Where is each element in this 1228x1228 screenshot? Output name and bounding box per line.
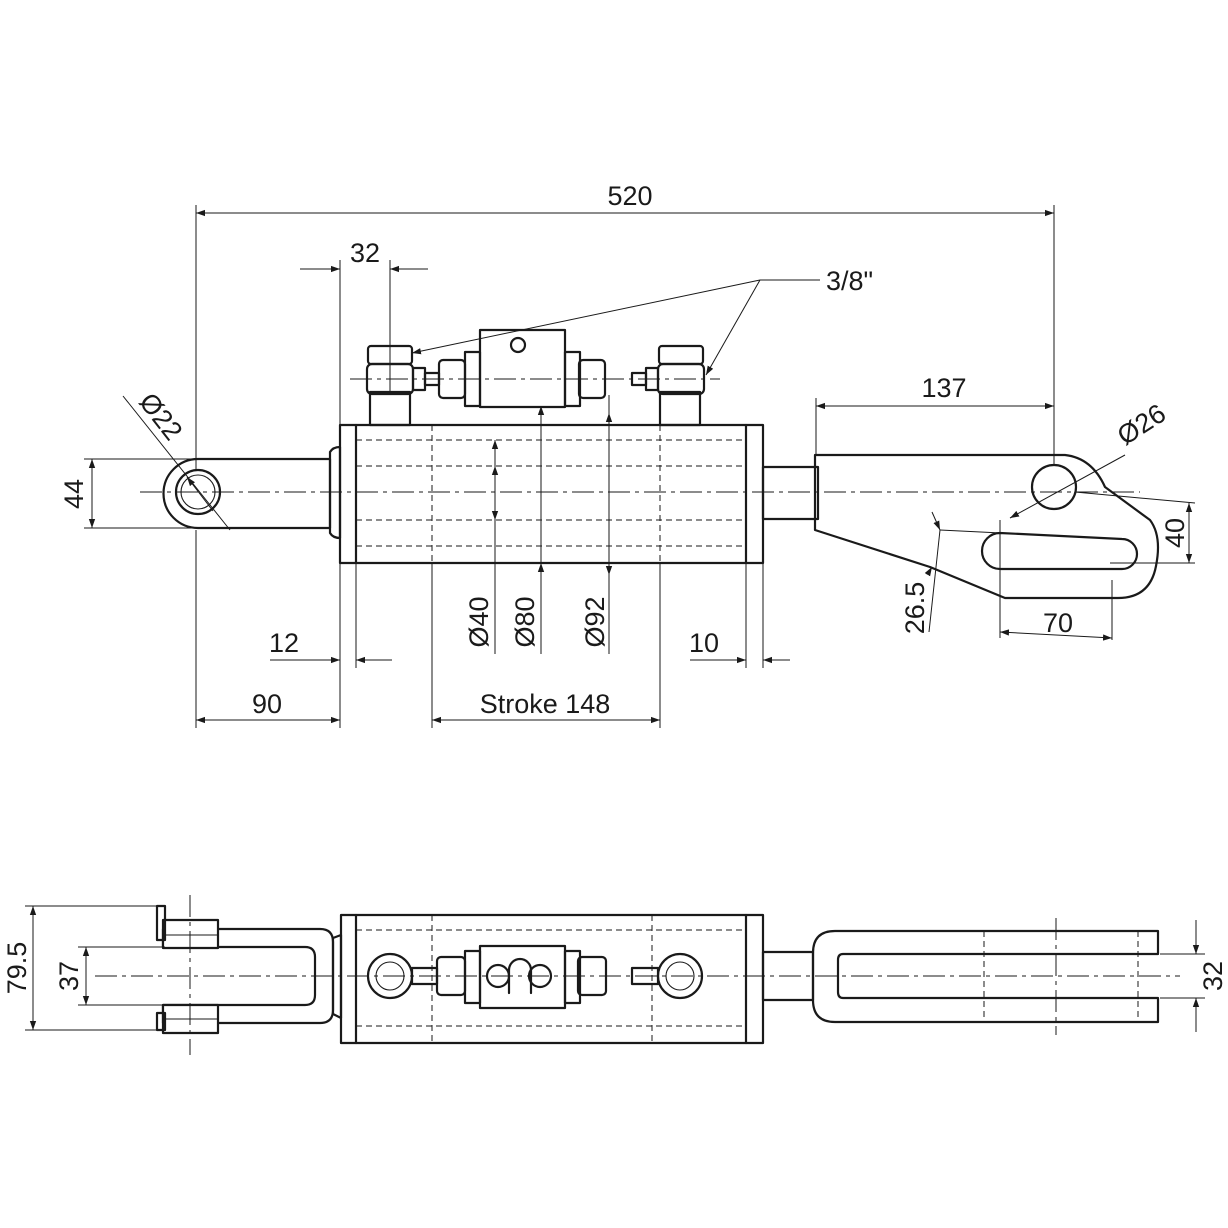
cylinder-body [338, 423, 765, 565]
plan-dimension-lines [25, 905, 1205, 1032]
dim-stroke: Stroke 148 [480, 689, 611, 719]
left-clevis [155, 904, 343, 1035]
valve-assembly [350, 328, 720, 427]
dim-port-thread: 3/8" [826, 266, 873, 296]
dim-bore-dia: Ø80 [510, 596, 540, 647]
dim-rod-dia: Ø40 [464, 596, 494, 647]
plan-valve [366, 944, 704, 1010]
dim-slot-dim: 26.5 [900, 582, 930, 635]
dimension-labels: 520 32 3/8" 137 Ø22 44 Ø26 40 26.5 70 Ø4… [59, 181, 1190, 719]
right-fork [811, 918, 1160, 1035]
dim-clevis-gap: 37 [54, 961, 84, 991]
dim-end-length-right: 137 [921, 373, 966, 403]
side-view: 520 32 3/8" 137 Ø22 44 Ø26 40 26.5 70 Ø4… [59, 181, 1196, 728]
piston-rod [761, 465, 820, 521]
dimension-lines [84, 205, 1196, 728]
dim-cap-left: 12 [269, 628, 299, 658]
dim-eye-dia-left: Ø22 [133, 387, 188, 446]
dim-fork-gap: 32 [1198, 961, 1228, 991]
right-eye-end [813, 453, 1160, 600]
dim-port-spacing: 32 [350, 238, 380, 268]
dim-cyl-dia: Ø92 [580, 596, 610, 647]
dim-eye-dia-right: Ø26 [1112, 398, 1171, 451]
dim-overall-length: 520 [607, 181, 652, 211]
dim-rod-end-len: 90 [252, 689, 282, 719]
plan-cylinder-body [339, 913, 765, 1045]
dim-slot-offset: 40 [1160, 518, 1190, 548]
plan-view: 79.5 37 32 [2, 895, 1228, 1055]
plan-dimension-labels: 79.5 37 32 [2, 942, 1228, 995]
dim-eye-height-left: 44 [59, 479, 89, 509]
dim-slot-length: 70 [1043, 608, 1073, 638]
diameter-dims [491, 395, 613, 654]
dim-clevis-width: 79.5 [2, 942, 32, 995]
dim-cap-right: 10 [689, 628, 719, 658]
